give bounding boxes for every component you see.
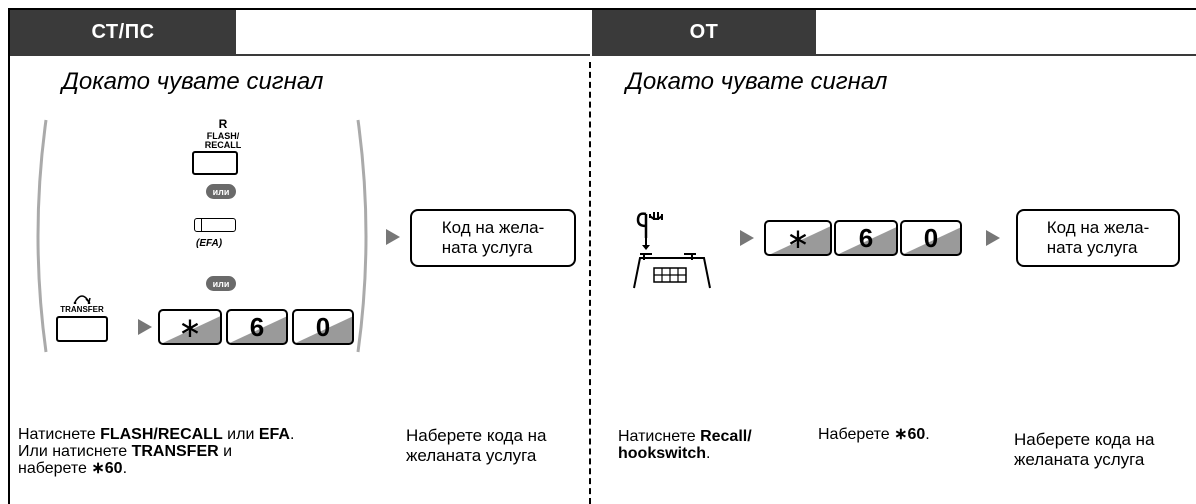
desc-text: желаната услуга: [406, 446, 537, 465]
right-subtitle: Докато чувате сигнал: [626, 68, 888, 95]
left-header-rule: [10, 54, 590, 56]
flash-label: FLASH/: [206, 131, 240, 141]
desc-bold: ∗60: [894, 426, 926, 443]
service-box-line: Код на жела-: [441, 218, 545, 237]
desc-text: Наберете кода на: [406, 426, 547, 445]
left-subtitle: Докато чувате сигнал: [62, 68, 324, 95]
or-badge: или: [206, 184, 236, 199]
or-badge: или: [206, 276, 236, 291]
transfer-icon: [73, 295, 91, 304]
desc-text: Натиснете: [18, 426, 101, 443]
r-label: R: [218, 117, 228, 131]
arrow-icon: [386, 229, 400, 245]
arrow-icon: [740, 230, 754, 246]
desc-bold: hookswitch: [618, 445, 707, 462]
right-header-label: ОТ: [689, 20, 719, 43]
desc-text: .: [925, 426, 930, 443]
left-service-instruction: Наберете кода на желаната услуга: [406, 426, 547, 466]
desc-text: Или натиснете: [18, 443, 132, 460]
transfer-label: TRANSFER: [60, 305, 104, 314]
desc-text: или: [222, 426, 259, 443]
digit-0-key[interactable]: 0: [292, 309, 354, 345]
arrow-icon: [986, 230, 1000, 246]
section-divider: [589, 62, 591, 504]
option-brackets: [36, 119, 368, 353]
service-code-box: Код на жела-ната услуга: [1016, 209, 1180, 267]
service-box-line: ната услуга: [441, 238, 533, 257]
transfer-button[interactable]: [56, 316, 108, 342]
flash-recall-button[interactable]: [192, 151, 238, 175]
desc-text: .: [289, 426, 295, 443]
desc-text: Натиснете: [618, 428, 701, 445]
service-box-line: Код на жела-: [1046, 218, 1150, 237]
digit-6-key[interactable]: 6: [834, 220, 898, 256]
desc-text: наберете: [18, 460, 92, 477]
desc-text: и: [218, 443, 233, 460]
desc-bold: TRANSFER: [131, 443, 219, 460]
desc-text: .: [706, 445, 711, 462]
desc-text: желаната услуга: [1014, 450, 1145, 469]
desc-text: Наберете: [818, 426, 895, 443]
left-header-label: СТ/ПС: [91, 20, 155, 43]
hookswitch-phone-icon: [633, 212, 711, 289]
service-code-box: Код на жела-ната услуга: [410, 209, 576, 267]
digit-6-key[interactable]: 6: [226, 309, 288, 345]
right-instruction-1: Натиснете Recall/ hookswitch.: [618, 428, 752, 462]
left-section-header: СТ/ПС: [10, 10, 236, 54]
efa-label: (EFA): [196, 238, 223, 249]
desc-bold: FLASH/RECALL: [100, 426, 223, 443]
efa-button[interactable]: [194, 218, 236, 232]
recall-label: RECALL: [204, 140, 242, 150]
desc-text: .: [122, 460, 128, 477]
desc-bold: ∗60: [91, 460, 123, 477]
page-frame: [8, 8, 1196, 504]
left-instruction: Натиснете FLASH/RECALL или EFA. Или нати…: [18, 426, 400, 477]
desc-bold: Recall/: [700, 428, 752, 445]
right-section-header: ОТ: [592, 10, 816, 54]
desc-bold: EFA: [258, 426, 290, 443]
digit-0-key[interactable]: 0: [900, 220, 962, 256]
right-header-rule: [592, 54, 1196, 56]
star-key[interactable]: ∗: [764, 220, 832, 256]
arrow-icon: [138, 319, 152, 335]
right-service-instruction: Наберете кода на желаната услуга: [1014, 430, 1155, 470]
star-key[interactable]: ∗: [158, 309, 222, 345]
service-box-line: ната услуга: [1046, 238, 1138, 257]
right-instruction-2: Наберете ∗60.: [818, 426, 930, 443]
desc-text: Наберете кода на: [1014, 430, 1155, 449]
